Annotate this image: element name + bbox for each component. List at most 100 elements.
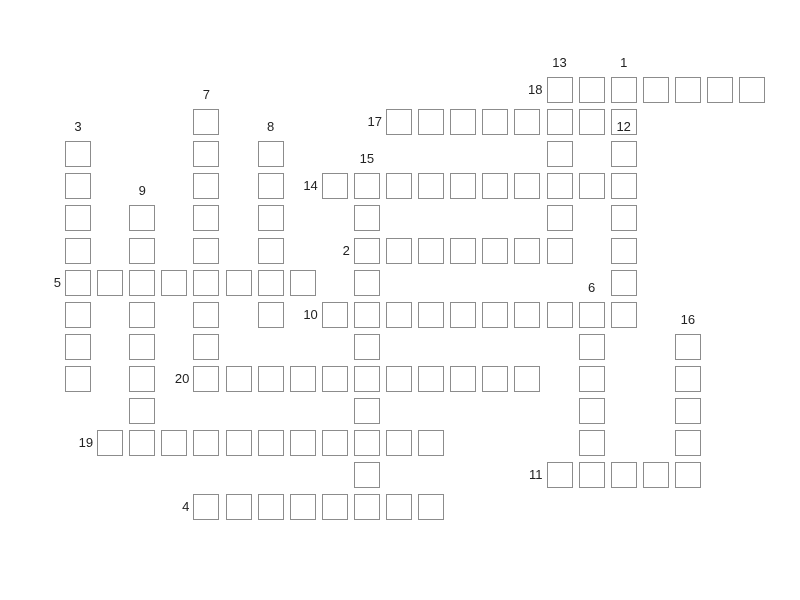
crossword-cell[interactable]: [353, 430, 380, 457]
crossword-cell[interactable]: [65, 365, 91, 392]
crossword-cell[interactable]: [642, 462, 669, 489]
crossword-cell[interactable]: [65, 205, 91, 232]
crossword-cell[interactable]: [739, 77, 766, 103]
crossword-cell[interactable]: [418, 237, 445, 264]
crossword-cell[interactable]: [353, 365, 380, 392]
crossword-cell[interactable]: [546, 301, 573, 328]
crossword-cell[interactable]: [193, 109, 220, 136]
crossword-cell[interactable]: [610, 109, 637, 136]
crossword-cell[interactable]: [610, 237, 637, 264]
crossword-cell[interactable]: [418, 301, 445, 328]
crossword-cell[interactable]: [610, 205, 637, 232]
crossword-cell[interactable]: [418, 173, 445, 200]
crossword-cell[interactable]: [129, 365, 156, 392]
crossword-cell[interactable]: [450, 173, 477, 200]
crossword-cell[interactable]: [257, 430, 284, 457]
crossword-cell[interactable]: [514, 237, 541, 264]
crossword-cell[interactable]: [418, 430, 445, 457]
crossword-cell[interactable]: [193, 365, 220, 392]
crossword-cell[interactable]: [129, 333, 156, 360]
crossword-cell[interactable]: [353, 269, 380, 296]
crossword-cell[interactable]: [353, 237, 380, 264]
crossword-cell[interactable]: [129, 237, 156, 264]
crossword-cell[interactable]: [65, 141, 91, 168]
crossword-cell[interactable]: [482, 109, 509, 136]
crossword-cell[interactable]: [225, 430, 252, 457]
crossword-cell[interactable]: [386, 109, 412, 136]
crossword-cell[interactable]: [418, 109, 445, 136]
crossword-cell[interactable]: [321, 301, 348, 328]
crossword-cell[interactable]: [193, 173, 220, 200]
crossword-cell[interactable]: [321, 430, 348, 457]
crossword-cell[interactable]: [674, 333, 701, 360]
crossword-cell[interactable]: [353, 462, 380, 489]
crossword-cell[interactable]: [129, 301, 156, 328]
crossword-cell[interactable]: [707, 77, 733, 103]
crossword-cell[interactable]: [97, 269, 124, 296]
crossword-cell[interactable]: [578, 365, 605, 392]
crossword-cell[interactable]: [514, 301, 541, 328]
crossword-cell[interactable]: [353, 173, 380, 200]
crossword-cell[interactable]: [193, 269, 220, 296]
crossword-cell[interactable]: [386, 237, 412, 264]
crossword-cell[interactable]: [353, 205, 380, 232]
crossword-cell[interactable]: [450, 301, 477, 328]
crossword-cell[interactable]: [546, 205, 573, 232]
crossword-cell[interactable]: [225, 269, 252, 296]
crossword-cell[interactable]: [610, 141, 637, 168]
crossword-cell[interactable]: [578, 430, 605, 457]
crossword-cell[interactable]: [321, 365, 348, 392]
crossword-cell[interactable]: [674, 430, 701, 457]
crossword-cell[interactable]: [193, 205, 220, 232]
crossword-cell[interactable]: [225, 494, 252, 521]
crossword-cell[interactable]: [674, 462, 701, 489]
crossword-cell[interactable]: [578, 398, 605, 424]
crossword-cell[interactable]: [257, 205, 284, 232]
crossword-cell[interactable]: [289, 494, 316, 521]
crossword-cell[interactable]: [129, 430, 156, 457]
crossword-cell[interactable]: [578, 173, 605, 200]
crossword-cell[interactable]: [161, 430, 188, 457]
crossword-cell[interactable]: [578, 301, 605, 328]
crossword-cell[interactable]: [642, 77, 669, 103]
crossword-cell[interactable]: [610, 269, 637, 296]
crossword-cell[interactable]: [353, 301, 380, 328]
crossword-cell[interactable]: [289, 365, 316, 392]
crossword-cell[interactable]: [193, 430, 220, 457]
crossword-cell[interactable]: [610, 301, 637, 328]
crossword-cell[interactable]: [578, 109, 605, 136]
crossword-cell[interactable]: [321, 173, 348, 200]
crossword-cell[interactable]: [257, 494, 284, 521]
crossword-cell[interactable]: [546, 237, 573, 264]
crossword-cell[interactable]: [578, 462, 605, 489]
crossword-cell[interactable]: [257, 237, 284, 264]
crossword-cell[interactable]: [353, 333, 380, 360]
crossword-cell[interactable]: [353, 494, 380, 521]
crossword-cell[interactable]: [321, 494, 348, 521]
crossword-cell[interactable]: [289, 269, 316, 296]
crossword-cell[interactable]: [257, 269, 284, 296]
crossword-cell[interactable]: [97, 430, 124, 457]
crossword-cell[interactable]: [482, 173, 509, 200]
crossword-cell[interactable]: [129, 269, 156, 296]
crossword-cell[interactable]: [418, 494, 445, 521]
crossword-cell[interactable]: [482, 237, 509, 264]
crossword-cell[interactable]: [514, 173, 541, 200]
crossword-cell[interactable]: [610, 77, 637, 103]
crossword-cell[interactable]: [193, 494, 220, 521]
crossword-cell[interactable]: [610, 173, 637, 200]
crossword-cell[interactable]: [386, 365, 412, 392]
crossword-cell[interactable]: [65, 269, 91, 296]
crossword-cell[interactable]: [65, 301, 91, 328]
crossword-cell[interactable]: [193, 237, 220, 264]
crossword-cell[interactable]: [482, 301, 509, 328]
crossword-cell[interactable]: [386, 301, 412, 328]
crossword-cell[interactable]: [546, 109, 573, 136]
crossword-cell[interactable]: [257, 365, 284, 392]
crossword-cell[interactable]: [65, 333, 91, 360]
crossword-cell[interactable]: [225, 365, 252, 392]
crossword-cell[interactable]: [450, 365, 477, 392]
crossword-cell[interactable]: [257, 141, 284, 168]
crossword-cell[interactable]: [674, 398, 701, 424]
crossword-cell[interactable]: [193, 301, 220, 328]
